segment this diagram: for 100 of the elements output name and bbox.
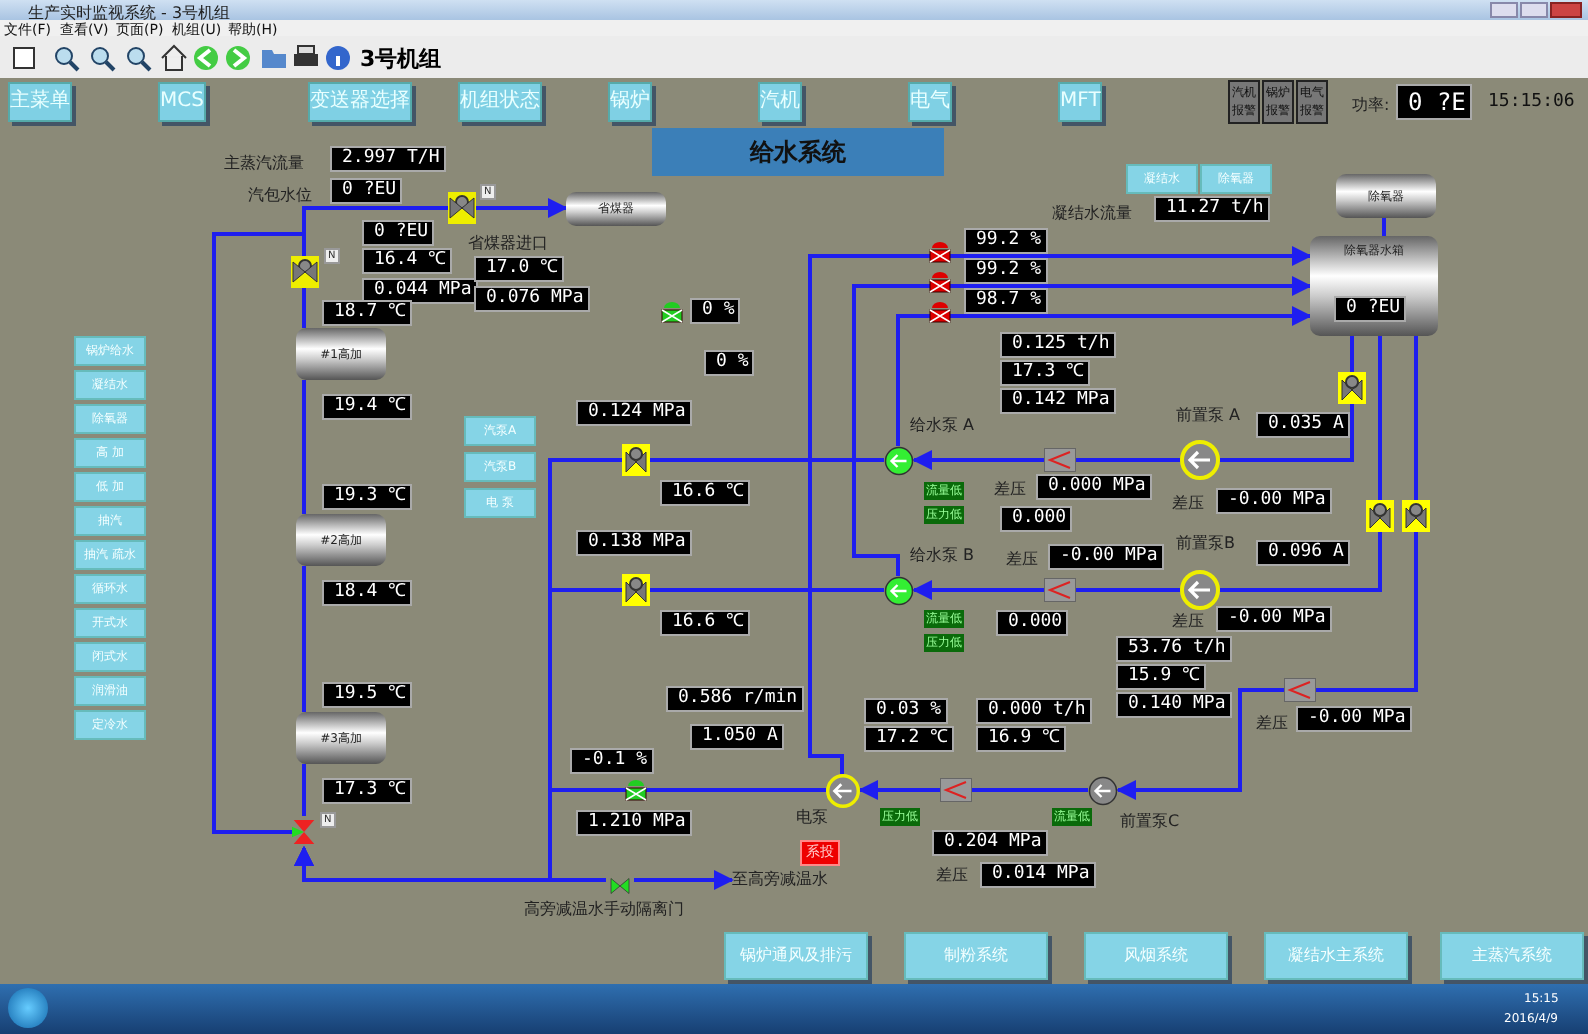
nav-button: 锅炉 <box>608 82 652 122</box>
pipe-line <box>476 198 568 218</box>
pipe-line <box>1220 336 1382 592</box>
equipment-label: 前置泵C <box>1120 810 1180 832</box>
value-display: 0.035 A <box>1256 412 1350 438</box>
pipe-line <box>302 380 306 514</box>
nav-button: MFT <box>1058 82 1103 122</box>
value-display: -0.00 MPa <box>1048 544 1164 570</box>
nav-button: 凝结水主系统 <box>1264 932 1408 980</box>
clock-time: 15:15:06 <box>1488 92 1575 112</box>
pipe-line <box>852 276 1312 576</box>
value-display: 16.9 ℃ <box>976 726 1067 752</box>
value-display: -0.00 MPa <box>1216 606 1332 632</box>
field-label: 功率: <box>1352 94 1390 116</box>
pump-symbol <box>1088 776 1118 806</box>
value-display: 0.124 MPa <box>576 400 692 426</box>
field-label: 汽包水位 <box>248 184 312 206</box>
pipe-line <box>1116 336 1418 800</box>
value-display: 0.000 t/h <box>976 698 1092 724</box>
field-label: 差压 <box>936 864 968 886</box>
nav-button: MCS <box>158 82 206 122</box>
nav-button: 主蒸汽系统 <box>1440 932 1584 980</box>
value-display: 0 ?EU <box>330 178 403 204</box>
value-display: 0.000 <box>996 610 1069 636</box>
valve-symbol <box>448 190 476 226</box>
value-display: 0.03 % <box>864 698 948 724</box>
pipe-line <box>302 764 306 816</box>
value-display: 0.142 MPa <box>1000 388 1116 414</box>
pump-symbol <box>1180 440 1220 480</box>
pipe-line <box>634 870 734 890</box>
value-display: 0.138 MPa <box>576 530 692 556</box>
nav-button: 锅炉通风及排污 <box>724 932 868 980</box>
value-display: 0.000 <box>1000 506 1073 532</box>
value-display: 0.076 MPa <box>474 286 590 312</box>
value-display: 0.125 t/h <box>1000 332 1116 358</box>
value-display: 17.3 ℃ <box>1000 360 1091 386</box>
pipe-line <box>896 306 1312 446</box>
field-label: 差压 <box>1256 712 1288 734</box>
value-display: 0.044 MPa <box>362 278 478 304</box>
destination-label: 至高旁减温水 <box>732 868 828 890</box>
equipment-label: 高旁减温水手动隔离门 <box>524 898 684 920</box>
valve-symbol <box>290 256 320 288</box>
equipment-label: 前置泵B <box>1176 532 1235 554</box>
value-display: 16.6 ℃ <box>660 480 751 506</box>
value-display: 17.3 ℃ <box>322 778 413 804</box>
field-label: 差压 <box>994 478 1026 500</box>
nav-button: 电气 <box>908 82 952 122</box>
value-display: 0.586 r/min <box>666 686 804 712</box>
value-display: 0 ?E <box>1396 84 1472 120</box>
unit-name: 3号机组 <box>360 44 442 74</box>
field-label: 主蒸汽流量 <box>224 152 304 174</box>
field-label: 差压 <box>1172 492 1204 514</box>
value-display: 0.000 MPa <box>1036 474 1152 500</box>
window-title: 生产实时监视系统 - 3号机组 <box>28 2 231 22</box>
pipe-line <box>912 450 1180 470</box>
pump-symbol <box>884 576 914 606</box>
field-label: 差压 <box>1006 548 1038 570</box>
value-display: 0.096 A <box>1256 540 1350 566</box>
value-display: -0.00 MPa <box>1296 706 1412 732</box>
nav-button: 主菜单 <box>8 82 72 122</box>
value-display: 16.4 ℃ <box>362 248 453 274</box>
value-display: 17.2 ℃ <box>864 726 955 752</box>
value-display: 19.4 ℃ <box>322 394 413 420</box>
pipe-line <box>912 580 1180 600</box>
value-display: 19.5 ℃ <box>322 682 413 708</box>
equipment-label: 给水泵 B <box>910 544 975 566</box>
pipe-line <box>302 566 306 712</box>
value-display: 0 ?EU <box>1334 296 1407 322</box>
pipe-line <box>808 246 1312 774</box>
equipment-label: 电泵 <box>796 806 828 828</box>
value-display: 16.6 ℃ <box>660 610 751 636</box>
value-display: 0.140 MPa <box>1116 692 1232 718</box>
value-display: 98.7 % <box>964 288 1048 314</box>
pump-symbol <box>884 446 914 476</box>
value-display: 1.210 MPa <box>576 810 692 836</box>
value-display: 2.997 T/H <box>330 146 446 172</box>
value-display: 11.27 t/h <box>1154 196 1270 222</box>
pipe-line <box>302 288 306 328</box>
field-label: 省煤器进口 <box>468 232 548 254</box>
pump-symbol <box>826 774 860 808</box>
value-display: -0.1 % <box>570 748 654 774</box>
value-display: 99.2 % <box>964 258 1048 284</box>
pump-symbol <box>1180 570 1220 610</box>
value-display: 15.9 ℃ <box>1116 664 1207 690</box>
field-label: 差压 <box>1172 610 1204 632</box>
value-display: 17.0 ℃ <box>474 256 565 282</box>
value-display: 99.2 % <box>964 228 1048 254</box>
nav-button: 风烟系统 <box>1084 932 1228 980</box>
value-display: 0 % <box>704 350 755 376</box>
value-display: -0.00 MPa <box>1216 488 1332 514</box>
equipment-label: 前置泵 A <box>1176 404 1241 426</box>
value-display: 0.204 MPa <box>932 830 1048 856</box>
value-display: 19.3 ℃ <box>322 484 413 510</box>
value-display: 0.014 MPa <box>980 862 1096 888</box>
pipe-line <box>1220 336 1354 462</box>
value-display: 1.050 A <box>690 724 784 750</box>
pipe-line <box>858 780 1088 800</box>
nav-button: 机组状态 <box>458 82 542 122</box>
value-display: 53.76 t/h <box>1116 636 1232 662</box>
value-display: 18.7 ℃ <box>322 300 413 326</box>
